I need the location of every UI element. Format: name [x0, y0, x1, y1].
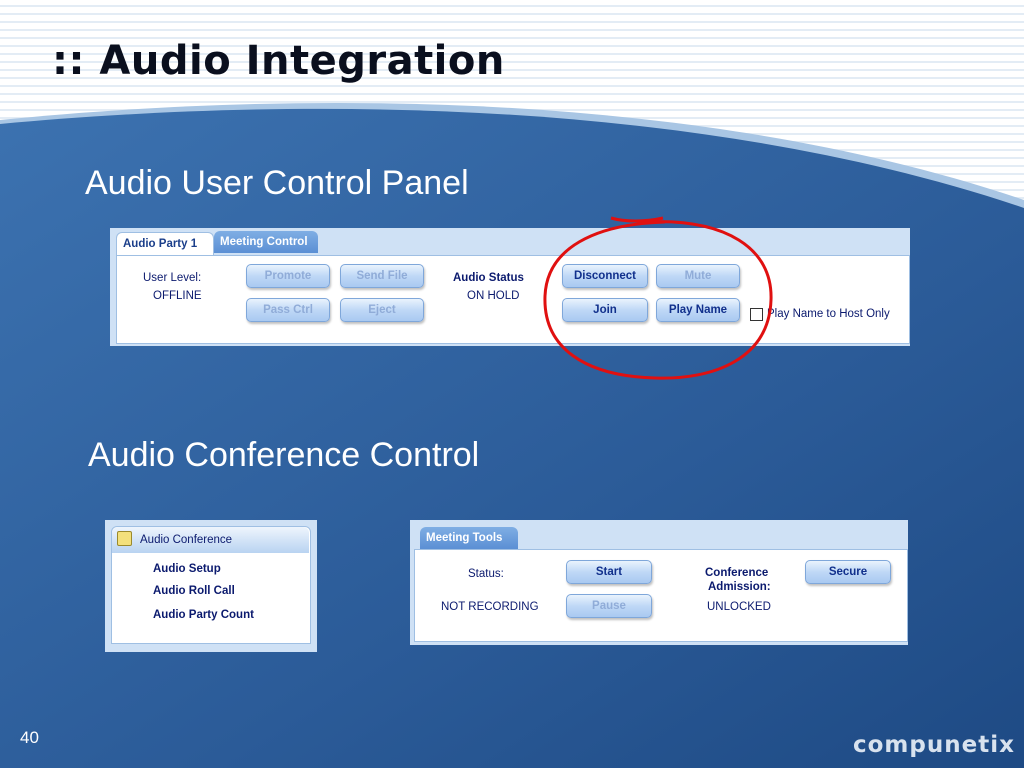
page-number: 40 — [20, 728, 39, 747]
secure-button[interactable]: Secure — [805, 560, 891, 584]
pass-ctrl-button[interactable]: Pass Ctrl — [246, 298, 330, 322]
start-button[interactable]: Start — [566, 560, 652, 584]
eject-button[interactable]: Eject — [340, 298, 424, 322]
conference-heading: Audio Conference Control — [88, 436, 480, 474]
audio-party-count-link[interactable]: Audio Party Count — [153, 609, 254, 621]
audio-roll-call-link[interactable]: Audio Roll Call — [153, 585, 235, 597]
audio-status-value: ON HOLD — [467, 290, 520, 302]
slide-title: :: Audio Integration — [52, 38, 505, 84]
user-level-label: User Level: — [143, 272, 202, 284]
tab-meeting-tools[interactable]: Meeting Tools — [420, 527, 518, 549]
note-icon — [117, 531, 132, 546]
audio-status-label: Audio Status — [453, 272, 524, 284]
user-control-panel: Meeting Control Audio Party 1 User Level… — [110, 228, 910, 346]
promote-button[interactable]: Promote — [246, 264, 330, 288]
play-name-button[interactable]: Play Name — [656, 298, 740, 322]
audio-setup-link[interactable]: Audio Setup — [153, 563, 221, 575]
admission-value: UNLOCKED — [707, 601, 771, 613]
audio-conference-header — [112, 527, 309, 553]
audio-conference-panel: Audio Conference Audio Setup Audio Roll … — [105, 520, 317, 652]
tab-meeting-control[interactable]: Meeting Control — [214, 231, 318, 253]
disconnect-button[interactable]: Disconnect — [562, 264, 648, 288]
tab-audio-party[interactable]: Audio Party 1 — [116, 232, 214, 256]
mute-button[interactable]: Mute — [656, 264, 740, 288]
user-level-value: OFFLINE — [153, 290, 202, 302]
pause-button[interactable]: Pause — [566, 594, 652, 618]
meeting-tools-panel: Meeting Tools Status: NOT RECORDING Star… — [410, 520, 908, 645]
user-panel-heading: Audio User Control Panel — [85, 164, 469, 202]
play-name-host-only-checkbox[interactable] — [750, 308, 763, 321]
status-value: NOT RECORDING — [441, 601, 539, 613]
company-logo: compunetix — [853, 732, 1015, 758]
admission-label-line2: Admission: — [708, 581, 771, 593]
status-label: Status: — [468, 568, 504, 580]
join-button[interactable]: Join — [562, 298, 648, 322]
play-name-host-only-label: Play Name to Host Only — [767, 308, 890, 320]
audio-conference-title: Audio Conference — [140, 534, 233, 546]
admission-label-line1: Conference — [705, 567, 769, 579]
send-file-button[interactable]: Send File — [340, 264, 424, 288]
